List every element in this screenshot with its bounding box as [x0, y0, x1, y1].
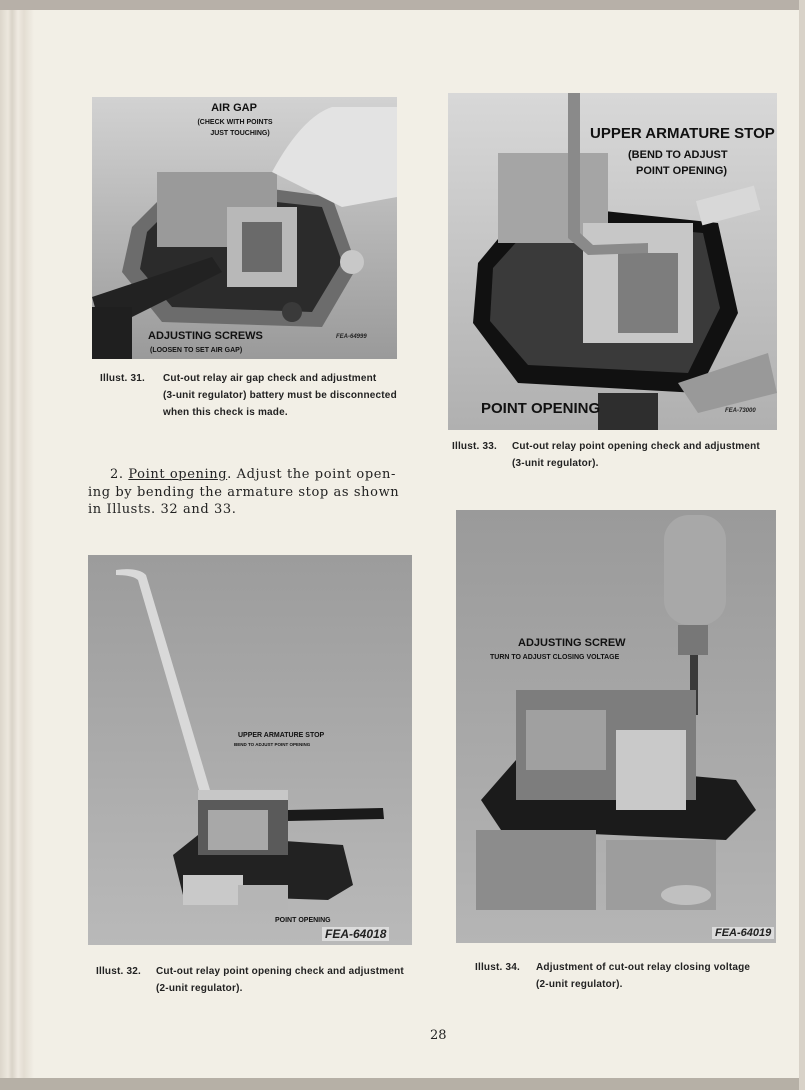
caption-line-31-2: (3-unit regulator) battery must be disco…: [163, 390, 397, 401]
caption-number-33: Illust. 33.: [452, 441, 497, 452]
figure-code-32: FEA-64018: [322, 927, 390, 941]
figure-code-33: FEA-73000: [725, 408, 756, 414]
photo-illust-34: [456, 510, 776, 943]
body-line-1-rest: . Adjust the point open-: [227, 467, 397, 482]
caption-number-31: Illust. 31.: [100, 373, 145, 384]
label-adjusting-screw-34: ADJUSTING SCREW: [518, 637, 626, 649]
caption-line-31-3: when this check is made.: [163, 407, 288, 418]
caption-line-32-2: (2-unit regulator).: [156, 983, 243, 994]
label-bend-note-1-33: (BEND TO ADJUST: [628, 149, 728, 161]
item-number: 2.: [110, 467, 124, 482]
body-line-1: 2. Point opening. Adjust the point open-: [88, 466, 418, 484]
caption-illust-32: Illust. 32. Cut-out relay point opening …: [96, 963, 426, 999]
caption-number-34: Illust. 34.: [475, 962, 520, 973]
label-upper-armature-stop-32: UPPER ARMATURE STOP: [238, 732, 325, 739]
caption-line-31-1: Cut-out relay air gap check and adjustme…: [163, 373, 377, 384]
item-title: Point opening: [128, 467, 228, 482]
figure-code-31: FEA-64999: [336, 334, 367, 340]
page-binding: [0, 0, 34, 1090]
caption-line-34-1: Adjustment of cut-out relay closing volt…: [536, 962, 751, 973]
label-bend-note-2-33: POINT OPENING): [636, 165, 728, 177]
label-point-opening-33: POINT OPENING: [481, 400, 601, 417]
caption-illust-31: Illust. 31. Cut-out relay air gap check …: [100, 370, 420, 426]
caption-illust-33: Illust. 33. Cut-out relay point opening …: [452, 438, 782, 474]
label-turn-note-34: TURN TO ADJUST CLOSING VOLTAGE: [490, 654, 620, 661]
caption-line-32-1: Cut-out relay point opening check and ad…: [156, 966, 404, 977]
label-air-gap-note-2: JUST TOUCHING): [210, 130, 270, 137]
caption-line-34-2: (2-unit regulator).: [536, 979, 623, 990]
caption-line-33-2: (3-unit regulator).: [512, 458, 599, 469]
label-bend-note-32: BEND TO ADJUST POINT OPENING: [234, 742, 311, 747]
top-edge: [0, 0, 805, 10]
label-upper-armature-stop-33: UPPER ARMATURE STOP: [590, 125, 775, 142]
caption-line-33-1: Cut-out relay point opening check and ad…: [512, 441, 760, 452]
body-paragraph: 2. Point opening. Adjust the point open-…: [88, 466, 418, 519]
label-air-gap: AIR GAP: [211, 102, 257, 114]
label-point-opening-32: POINT OPENING: [275, 917, 331, 924]
right-edge: [799, 0, 805, 1090]
page-number: 28: [430, 1028, 447, 1043]
body-line-2: ing by bending the armature stop as show…: [88, 484, 400, 500]
photo-illust-31: [92, 97, 397, 359]
photo-illust-33: [448, 93, 777, 430]
label-adjusting-screws-note: (LOOSEN TO SET AIR GAP): [150, 347, 243, 354]
photo-illust-32: [88, 555, 412, 945]
bottom-edge: [0, 1078, 805, 1090]
label-air-gap-note-1: (CHECK WITH POINTS: [197, 119, 273, 126]
caption-illust-34: Illust. 34. Adjustment of cut-out relay …: [475, 959, 785, 995]
figure-code-34: FEA-64019: [712, 927, 775, 939]
body-line-3: in Illusts. 32 and 33.: [88, 502, 237, 517]
label-adjusting-screws: ADJUSTING SCREWS: [148, 330, 263, 342]
caption-number-32: Illust. 32.: [96, 966, 141, 977]
